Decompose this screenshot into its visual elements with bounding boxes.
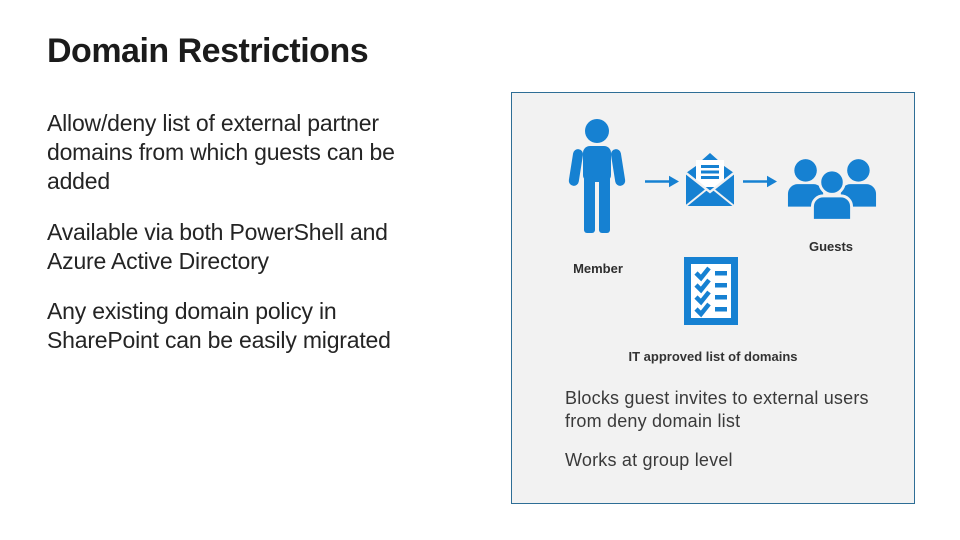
checklist-label: IT approved list of domains — [628, 349, 798, 364]
caption-deny-list: Blocks guest invites to external users f… — [565, 387, 900, 433]
arrow-right-icon — [645, 175, 679, 188]
bullet-availability: Available via both PowerShell and Azure … — [47, 218, 388, 276]
diagram-panel: Member — [511, 92, 915, 504]
checklist-icon — [684, 257, 738, 325]
caption-line: Blocks guest invites to external users — [565, 388, 869, 408]
bullet-line: SharePoint can be easily migrated — [47, 327, 391, 353]
bullet-line: domains from which guests can be — [47, 139, 395, 165]
page-title: Domain Restrictions — [47, 32, 369, 70]
member-label: Member — [573, 261, 623, 276]
bullet-migration: Any existing domain policy in SharePoint… — [47, 297, 391, 355]
bullet-line: Allow/deny list of external partner — [47, 110, 379, 136]
invite-email-icon — [685, 153, 735, 207]
guests-icon — [787, 159, 877, 221]
bullet-line: added — [47, 168, 110, 194]
bullet-line: Any existing domain policy in — [47, 298, 337, 324]
bullet-line: Azure Active Directory — [47, 248, 269, 274]
caption-line: from deny domain list — [565, 411, 741, 431]
caption-block: Blocks guest invites to external users f… — [565, 387, 900, 472]
bullet-allow-deny: Allow/deny list of external partner doma… — [47, 109, 395, 196]
bullet-line: Available via both PowerShell and — [47, 219, 388, 245]
guests-label: Guests — [808, 239, 854, 254]
member-icon — [568, 119, 626, 233]
caption-group-level: Works at group level — [565, 450, 733, 470]
arrow-right-icon — [743, 175, 777, 188]
